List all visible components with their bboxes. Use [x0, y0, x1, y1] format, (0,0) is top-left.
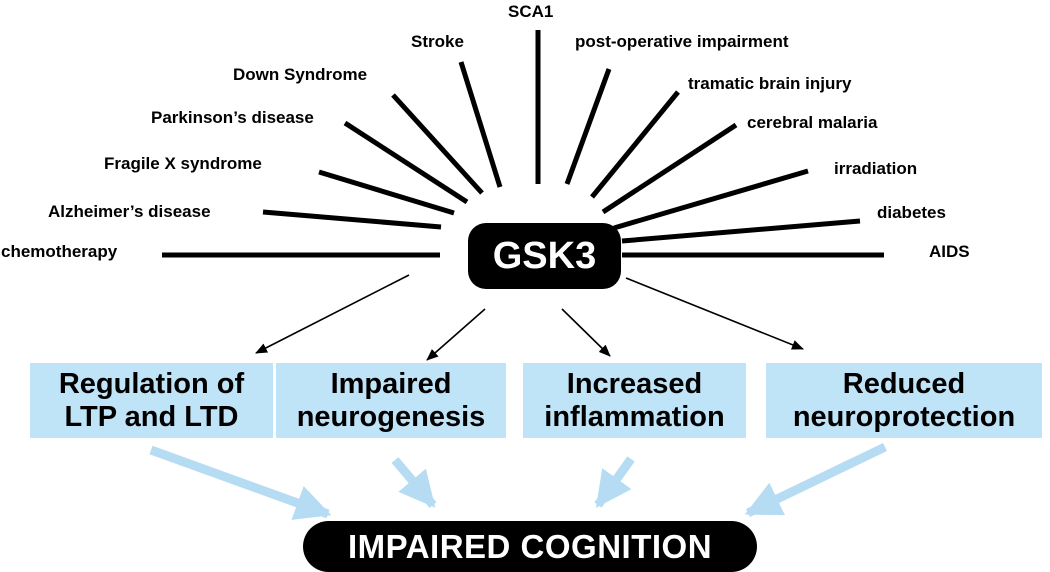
- spoke-tbi: [590, 90, 680, 199]
- label-tbi: tramatic brain injury: [688, 74, 852, 93]
- spoke-stroke: [458, 61, 503, 188]
- spoke-alzheimers: [262, 209, 442, 230]
- effect-box-ltp: Regulation of LTP and LTD: [30, 363, 273, 438]
- label-cerebral-malaria: cerebral malaria: [747, 113, 878, 132]
- spoke-diabetes: [621, 218, 861, 244]
- effect-box-neurogenesis: Impaired neurogenesis: [276, 363, 506, 438]
- flow-ltp-to-outcome: [149, 445, 332, 520]
- label-postop: post-operative impairment: [575, 32, 789, 51]
- label-stroke: Stroke: [411, 32, 464, 51]
- spoke-down: [391, 93, 484, 195]
- flow-inflammation-to-outcome: [594, 456, 635, 508]
- arrow-to-neuroprotection: [625, 277, 804, 350]
- label-diabetes: diabetes: [877, 203, 946, 222]
- impaired-cognition-node: IMPAIRED COGNITION: [303, 521, 757, 572]
- label-chemotherapy: chemotherapy: [1, 242, 118, 261]
- effect-box-neuroprotection: Reduced neuroprotection: [766, 363, 1042, 438]
- effect-label-neurogenesis: Impaired neurogenesis: [296, 367, 486, 433]
- effect-box-inflammation: Increased inflammation: [523, 363, 746, 438]
- label-sca1: SCA1: [508, 2, 554, 21]
- flow-neurogenesis-to-outcome: [391, 457, 437, 508]
- spoke-postop: [564, 68, 612, 185]
- effect-label-ltp: Regulation of LTP and LTD: [58, 367, 245, 433]
- spoke-parkinsons: [343, 120, 469, 205]
- label-parkinsons: Parkinson’s disease: [151, 108, 314, 127]
- flow-neuroprotection-to-outcome: [744, 442, 887, 518]
- effect-label-neuroprotection: Reduced neuroprotection: [792, 367, 1016, 433]
- spoke-irradiation: [613, 168, 809, 231]
- spoke-fragilex: [318, 169, 455, 216]
- label-irradiation: irradiation: [834, 159, 918, 178]
- label-fragile-x: Fragile X syndrome: [104, 154, 262, 173]
- gsk3-node: GSK3: [468, 223, 621, 289]
- arrow-to-ltp: [255, 274, 410, 354]
- label-down-syndrome: Down Syndrome: [233, 65, 368, 84]
- label-alzheimers: Alzheimer’s disease: [48, 202, 211, 221]
- arrow-to-neurogenesis: [426, 308, 486, 361]
- effect-label-inflammation: Increased inflammation: [544, 367, 725, 433]
- arrow-to-inflammation: [561, 308, 611, 357]
- label-aids: AIDS: [929, 242, 970, 261]
- spoke-malaria: [601, 122, 738, 215]
